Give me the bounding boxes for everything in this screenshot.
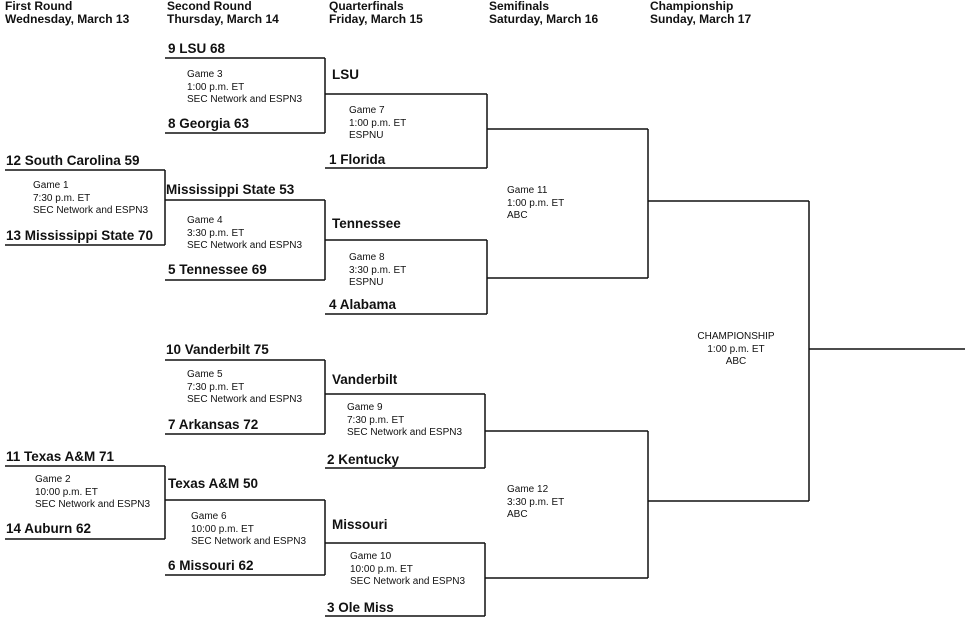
game-time: 7:30 p.m. ET (33, 192, 91, 204)
game-tv: ESPNU (349, 130, 384, 141)
header-semifinals: Semifinals Saturday, March 16 (489, 0, 598, 26)
game-time: 1:00 p.m. ET (707, 343, 765, 355)
team-g8-bottom: 4 Alabama (329, 297, 397, 312)
header-round-label: Championship (650, 0, 734, 13)
team-g7-top: LSU (332, 67, 359, 82)
game-tv: SEC Network and ESPN3 (347, 427, 463, 438)
game-time: 1:00 p.m. ET (187, 81, 245, 93)
team-g10-top: Missouri (332, 517, 388, 532)
team-g4-bottom: 5 Tennessee 69 (168, 262, 267, 277)
game-time: 3:30 p.m. ET (349, 264, 407, 276)
header-second-round: Second Round Thursday, March 14 (167, 0, 279, 26)
header-quarterfinals: Quarterfinals Friday, March 15 (329, 0, 423, 26)
game-8-info: Game 8 3:30 p.m. ET ESPNU (349, 252, 406, 290)
team-g6-top: Texas A&M 50 (168, 476, 259, 491)
game-11-info: Game 11 1:00 p.m. ET ABC (507, 185, 564, 223)
game-7-info: Game 7 1:00 p.m. ET ESPNU (349, 105, 406, 143)
header-first-round: First Round Wednesday, March 13 (5, 0, 129, 26)
game-tv: ESPNU (349, 277, 384, 288)
game-6-info: Game 6 10:00 p.m. ET SEC Network and ESP… (191, 511, 306, 549)
game-time: 7:30 p.m. ET (347, 414, 405, 426)
game-time: 3:30 p.m. ET (187, 227, 245, 239)
team-g5-top: 10 Vanderbilt 75 (166, 342, 269, 357)
header-championship: Championship Sunday, March 17 (650, 0, 751, 26)
team-g7-bottom: 1 Florida (329, 152, 386, 167)
game-tv: SEC Network and ESPN3 (33, 205, 149, 216)
game-time: 10:00 p.m. ET (350, 563, 413, 575)
team-g6-bottom: 6 Missouri 62 (168, 558, 254, 573)
game-name: Game 11 (507, 185, 548, 196)
game-name: Game 10 (350, 551, 392, 562)
team-g9-top: Vanderbilt (332, 372, 398, 387)
game-2-info: Game 2 10:00 p.m. ET SEC Network and ESP… (35, 474, 150, 512)
game-time: 1:00 p.m. ET (507, 197, 565, 209)
game-tv: SEC Network and ESPN3 (187, 240, 303, 251)
game-name: CHAMPIONSHIP (697, 331, 775, 342)
game-time: 1:00 p.m. ET (349, 117, 407, 129)
game-time: 3:30 p.m. ET (507, 496, 565, 508)
team-g8-top: Tennessee (332, 216, 401, 231)
header-date-label: Sunday, March 17 (650, 12, 752, 26)
game-3-info: Game 3 1:00 p.m. ET SEC Network and ESPN… (187, 69, 302, 107)
game-tv: ABC (725, 356, 747, 367)
game-name: Game 2 (35, 474, 71, 485)
team-g3-bottom: 8 Georgia 63 (168, 116, 250, 131)
header-round-label: First Round (5, 0, 73, 13)
game-10-info: Game 10 10:00 p.m. ET SEC Network and ES… (350, 551, 465, 589)
game-tv: SEC Network and ESPN3 (35, 499, 151, 510)
header-date-label: Friday, March 15 (329, 12, 423, 26)
game-tv: SEC Network and ESPN3 (191, 536, 307, 547)
game-time: 10:00 p.m. ET (35, 486, 98, 498)
game-name: Game 9 (347, 402, 383, 413)
game-tv: SEC Network and ESPN3 (187, 94, 303, 105)
game-name: Game 3 (187, 69, 223, 80)
game-name: Game 5 (187, 369, 223, 380)
header-date-label: Thursday, March 14 (167, 12, 279, 26)
team-g1-top: 12 South Carolina 59 (6, 153, 140, 168)
game-12-info: Game 12 3:30 p.m. ET ABC (507, 484, 564, 522)
game-time: 10:00 p.m. ET (191, 523, 254, 535)
game-tv: SEC Network and ESPN3 (350, 576, 466, 587)
game-name: Game 6 (191, 511, 227, 522)
header-round-label: Quarterfinals (329, 0, 404, 13)
game-name: Game 1 (33, 180, 69, 191)
game-time: 7:30 p.m. ET (187, 381, 245, 393)
team-g3-top: 9 LSU 68 (168, 41, 226, 56)
header-date-label: Wednesday, March 13 (5, 12, 130, 26)
game-5-info: Game 5 7:30 p.m. ET SEC Network and ESPN… (187, 369, 302, 407)
game-tv: SEC Network and ESPN3 (187, 394, 303, 405)
team-g1-bottom: 13 Mississippi State 70 (6, 228, 154, 243)
game-name: Game 7 (349, 105, 385, 116)
team-g2-bottom: 14 Auburn 62 (6, 521, 92, 536)
team-g5-bottom: 7 Arkansas 72 (168, 417, 259, 432)
game-name: Game 8 (349, 252, 385, 263)
game-tv: ABC (507, 210, 528, 221)
game-name: Game 4 (187, 215, 223, 226)
team-g9-bottom: 2 Kentucky (327, 452, 400, 467)
header-round-label: Second Round (167, 0, 252, 13)
game-1-info: Game 1 7:30 p.m. ET SEC Network and ESPN… (33, 180, 148, 218)
header-date-label: Saturday, March 16 (489, 12, 599, 26)
game-9-info: Game 9 7:30 p.m. ET SEC Network and ESPN… (347, 402, 462, 440)
team-g10-bottom: 3 Ole Miss (327, 600, 394, 615)
header-round-label: Semifinals (489, 0, 550, 13)
championship-info: CHAMPIONSHIP 1:00 p.m. ET ABC (686, 331, 786, 369)
game-tv: ABC (507, 509, 528, 520)
game-4-info: Game 4 3:30 p.m. ET SEC Network and ESPN… (187, 215, 302, 253)
team-g2-top: 11 Texas A&M 71 (6, 449, 115, 464)
team-g4-top: Mississippi State 53 (166, 182, 295, 197)
game-name: Game 12 (507, 484, 549, 495)
